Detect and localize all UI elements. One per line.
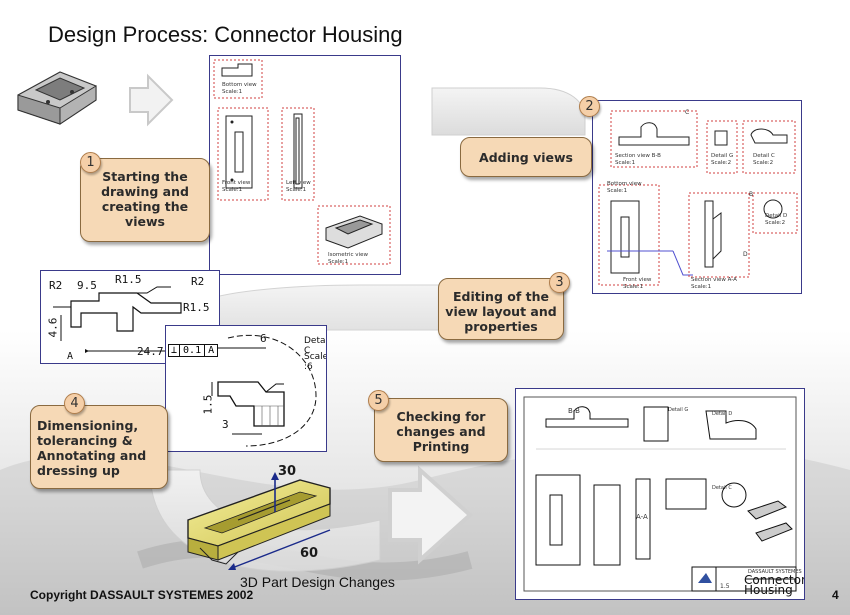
process-arrow-bottom — [388, 465, 473, 565]
dim-r1-5-right: R1.5 — [183, 301, 210, 314]
final-detail-g: Detail G — [668, 407, 689, 413]
final-aa-label: A-A — [636, 513, 648, 521]
drawing-panel-added-views: Section view B-B Scale:1 Detail G Scale:… — [592, 100, 802, 294]
final-detail-d: Detail D — [712, 411, 733, 417]
title-block-part-name: Connector Housing — [744, 573, 805, 597]
detail-c-label: Detail C — [753, 153, 775, 159]
section-aa-scale: Scale:1 — [691, 284, 712, 290]
tolerance-value: 0.1 — [180, 345, 206, 356]
step-2-text: Adding views — [479, 150, 573, 165]
copyright-text: Copyright DASSAULT SYSTEMES 2002 — [30, 588, 254, 602]
bottom-view-2-scale: Scale:1 — [607, 188, 628, 194]
dim-9-5: 9.5 — [77, 279, 97, 292]
bottom-view-2-label: Bottom view — [607, 181, 642, 187]
detail-c-scale: Scale :6 — [304, 352, 327, 372]
part-length-dim: 60 — [300, 546, 319, 561]
step-3-text: Editing of the view layout and propertie… — [445, 289, 557, 334]
dim-r2-right: R2 — [191, 275, 205, 288]
step-4-text: Dimensioning, tolerancing & Annotating a… — [37, 418, 147, 478]
dim-3: 3 — [222, 418, 229, 431]
iso-view-scale: Scale:1 — [328, 259, 349, 265]
front-view-label: Front view — [222, 180, 251, 186]
step-2-number: 2 — [579, 96, 600, 117]
drawing-panel-final: B-B A-A Detail G Detail D Detail C DASSA… — [515, 388, 805, 600]
part-height-dim: 30 — [278, 464, 297, 479]
dim-24-7: 24.7 — [137, 345, 164, 358]
left-view-label: Left view — [286, 180, 311, 186]
step-1-box: Starting the drawing and creating the vi… — [80, 158, 210, 242]
step-1-number: 1 — [80, 152, 101, 173]
detail-c-title: Detail C — [304, 336, 326, 356]
bottom-view-scale: Scale:1 — [222, 89, 243, 95]
front-view-2-scale: Scale:1 — [623, 284, 644, 290]
dim-1-5: 1.5 — [201, 394, 215, 415]
step-4-number: 4 — [64, 393, 85, 414]
step-3-number: 3 — [549, 272, 570, 293]
step-1-text: Starting the drawing and creating the vi… — [101, 169, 189, 229]
dim-6: 6 — [260, 332, 267, 345]
section-aa-label: Section view A-A — [691, 277, 737, 283]
tolerance-frame: ⊥ 0.1 A — [168, 344, 219, 357]
initial-views-drawing — [213, 59, 391, 265]
detail-c-scale: Scale:2 — [753, 160, 774, 166]
detail-g-label: Detail G — [711, 153, 734, 159]
final-bb-label: B-B — [568, 407, 580, 415]
datum-a-label: A — [67, 351, 74, 362]
final-drawing-sheet — [523, 396, 797, 592]
page-title: Design Process: Connector Housing — [48, 22, 403, 47]
footer-title: 3D Part Design Changes — [240, 574, 395, 590]
letter-c: C — [685, 109, 690, 116]
drawing-panel-detail: ⊥ 0.1 A 6 Detail C Scale :6 1.5 3 — [165, 325, 327, 452]
bottom-view-label: Bottom view — [222, 82, 257, 88]
final-detail-c: Detail C — [712, 485, 732, 491]
detail-c-drawing — [211, 334, 317, 447]
page-number: 4 — [832, 588, 839, 602]
dim-r1-5-top: R1.5 — [115, 273, 142, 286]
left-view-scale: Scale:1 — [286, 187, 307, 193]
drawing-panel-initial: Bottom view Scale:1 Front view Scale:1 L… — [209, 55, 401, 275]
dimensioned-profile-drawing — [53, 286, 182, 353]
front-view-scale: Scale:1 — [222, 187, 243, 193]
detail-d-scale: Scale:2 — [765, 220, 786, 226]
step-2-box: Adding views — [460, 137, 592, 177]
dim-4-6: 4.6 — [46, 317, 60, 338]
detail-g-scale: Scale:2 — [711, 160, 732, 166]
dim-r2-left: R2 — [49, 279, 63, 292]
section-bb-scale: Scale:1 — [615, 160, 636, 166]
step-3-box: Editing of the view layout and propertie… — [438, 278, 564, 340]
connector-part-3d-icon — [187, 472, 331, 570]
step-5-number: 5 — [368, 390, 389, 411]
detail-d-label: Detail D — [765, 213, 788, 219]
step-5-box: Checking for changes and Printing — [374, 398, 508, 462]
title-block-scale: 1.5 — [720, 583, 730, 590]
perpendicularity-symbol: ⊥ — [169, 345, 181, 356]
flow-band-top — [431, 87, 586, 136]
front-view-2-label: Front view — [623, 277, 652, 283]
step-4-box: Dimensioning, tolerancing & Annotating a… — [30, 405, 168, 489]
step-5-text: Checking for changes and Printing — [396, 409, 486, 454]
section-bb-label: Section view B-B — [615, 153, 661, 159]
process-arrow-top — [129, 73, 174, 127]
added-views-drawing — [598, 110, 798, 286]
letter-b: B — [749, 191, 754, 198]
title-block-company: DASSAULT SYSTEMES — [748, 569, 802, 575]
tolerance-datum: A — [208, 345, 215, 356]
part-thumbnail-icon — [17, 71, 97, 125]
letter-d: D — [743, 251, 748, 258]
iso-view-label: Isometric view — [328, 252, 368, 258]
